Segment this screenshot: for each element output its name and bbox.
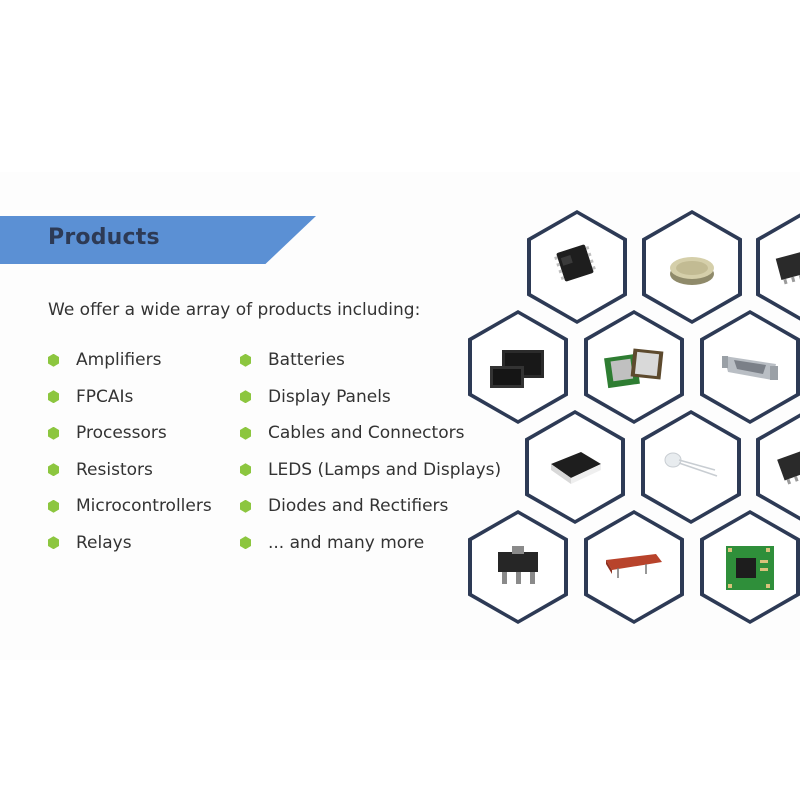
hexagon-bullet-icon [240,499,251,513]
hex-tile [584,510,684,624]
microcontroller-board-icon [726,546,774,590]
chip-icon [775,249,800,285]
list-item: Batteries [240,342,501,379]
hex-tile [700,510,800,624]
list-item: FPCAIs [48,379,212,416]
display-panel-icon [490,350,544,388]
list-item: Amplifiers [48,342,212,379]
hex-tile [527,210,627,324]
list-item: ... and many more [240,525,501,562]
list-item: Processors [48,415,212,452]
hex-tile [700,310,800,424]
coin-battery-icon [670,257,714,285]
page-title: Products [48,225,160,250]
list-item: Cables and Connectors [240,415,501,452]
hexagon-bullet-icon [48,463,59,477]
products-slide: Products We offer a wide array of produc… [0,172,800,660]
hexagon-bullet-icon [240,390,251,404]
list-item: LEDS (Lamps and Displays) [240,452,501,489]
hex-tile [756,210,800,324]
hexagon-bullet-icon [240,463,251,477]
list-item: Resistors [48,452,212,489]
hexagon-bullet-icon [240,353,251,367]
hexagon-bullet-icon [48,353,59,367]
hex-tile [584,310,684,424]
hex-tile [525,410,625,524]
transistor-icon [498,546,538,584]
hexagon-bullet-icon [48,536,59,550]
chip-icon [777,449,800,485]
list-item: Relays [48,525,212,562]
hexagon-bullet-icon [48,390,59,404]
hexagon-bullet-icon [48,499,59,513]
hex-tile [756,410,800,524]
product-list-right: Batteries Display Panels Cables and Conn… [240,342,501,561]
hexagon-bullet-icon [240,426,251,440]
led-icon [664,452,718,477]
relay-icon [606,554,662,578]
product-list-left: Amplifiers FPCAIs Processors Resistors M… [48,342,212,561]
list-item: Diodes and Rectifiers [240,488,501,525]
hexagon-bullet-icon [240,536,251,550]
hex-tile [642,210,742,324]
title-banner: Products [0,216,316,264]
list-item: Microcontrollers [48,488,212,525]
list-item: Display Panels [240,379,501,416]
hex-tile [641,410,741,524]
d-sub-connector-icon [722,356,778,380]
hex-tile [468,310,568,424]
smd-resistor-icon [551,452,601,484]
processor-icon [604,348,664,389]
intro-text: We offer a wide array of products includ… [48,300,421,320]
ic-chip-icon [554,244,596,282]
hexagon-bullet-icon [48,426,59,440]
